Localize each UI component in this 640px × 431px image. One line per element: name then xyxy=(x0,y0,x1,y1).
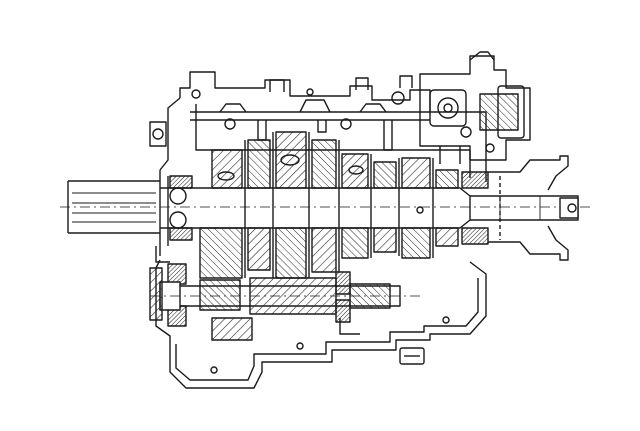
bellhousing-flange xyxy=(149,121,170,321)
drain-plug xyxy=(399,347,425,365)
casing-bolts xyxy=(191,88,450,374)
countershaft xyxy=(150,277,420,341)
shift-forks xyxy=(190,75,430,151)
shift-actuator xyxy=(419,51,531,164)
output-flange xyxy=(488,155,569,261)
input-shaft xyxy=(60,180,590,234)
output-shaft xyxy=(160,187,579,229)
gear-stack xyxy=(199,131,459,279)
bearings xyxy=(167,171,489,327)
